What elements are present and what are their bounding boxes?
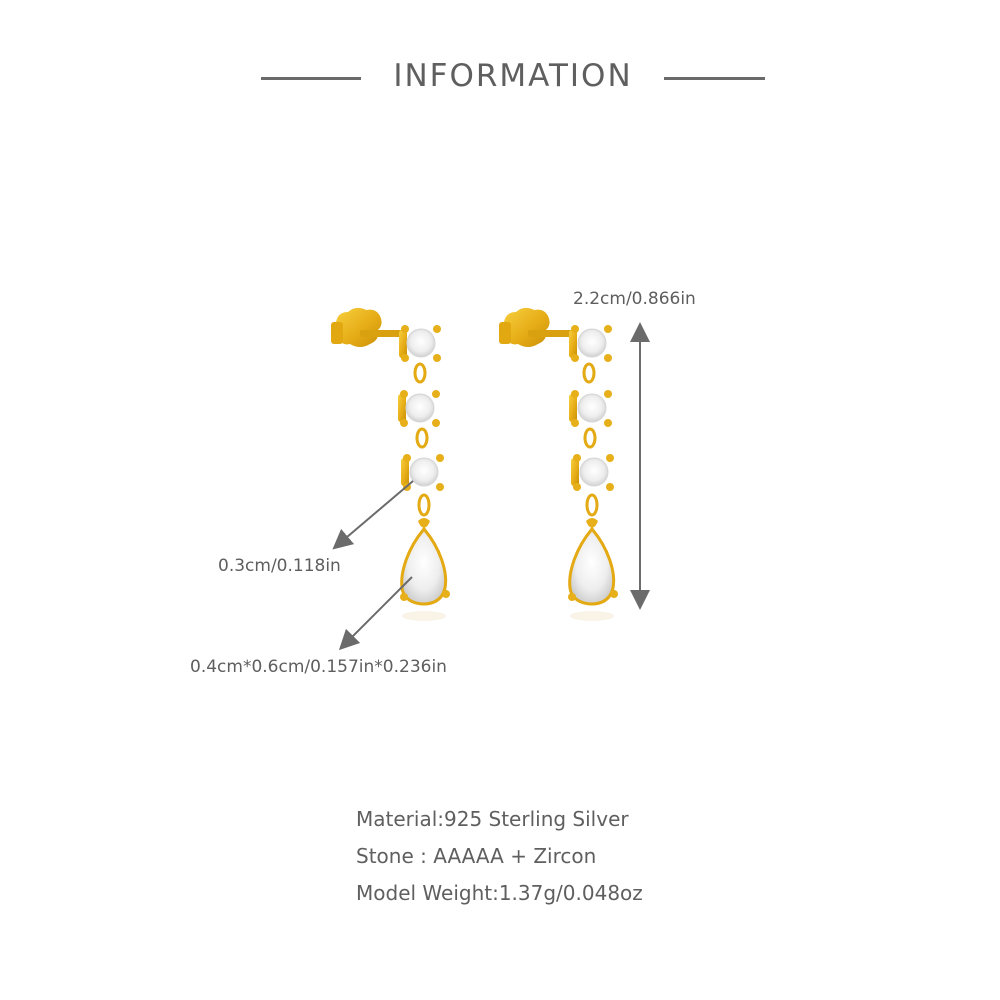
pear-stone-size-label: 0.4cm*0.6cm/0.157in*0.236in <box>190 657 447 677</box>
spec-weight: Model Weight:1.37g/0.048oz <box>356 881 643 905</box>
spec-stone: Stone : AAAAA + Zircon <box>356 844 597 868</box>
product-specs: Material:925 Sterling Silver Stone : AAA… <box>356 801 643 912</box>
section-title: INFORMATION <box>393 58 633 94</box>
earring-left <box>331 307 450 621</box>
round-stone-size-label: 0.3cm/0.118in <box>218 556 341 576</box>
total-length-label: 2.2cm/0.866in <box>573 289 696 309</box>
round-stone-arrow <box>332 480 414 550</box>
spec-material: Material:925 Sterling Silver <box>356 807 629 831</box>
header-rule-left <box>261 77 361 80</box>
section-header: INFORMATION <box>0 52 1000 102</box>
earring-right <box>499 307 618 621</box>
header-rule-right <box>664 77 765 80</box>
pear-stone-arrow <box>338 576 413 651</box>
